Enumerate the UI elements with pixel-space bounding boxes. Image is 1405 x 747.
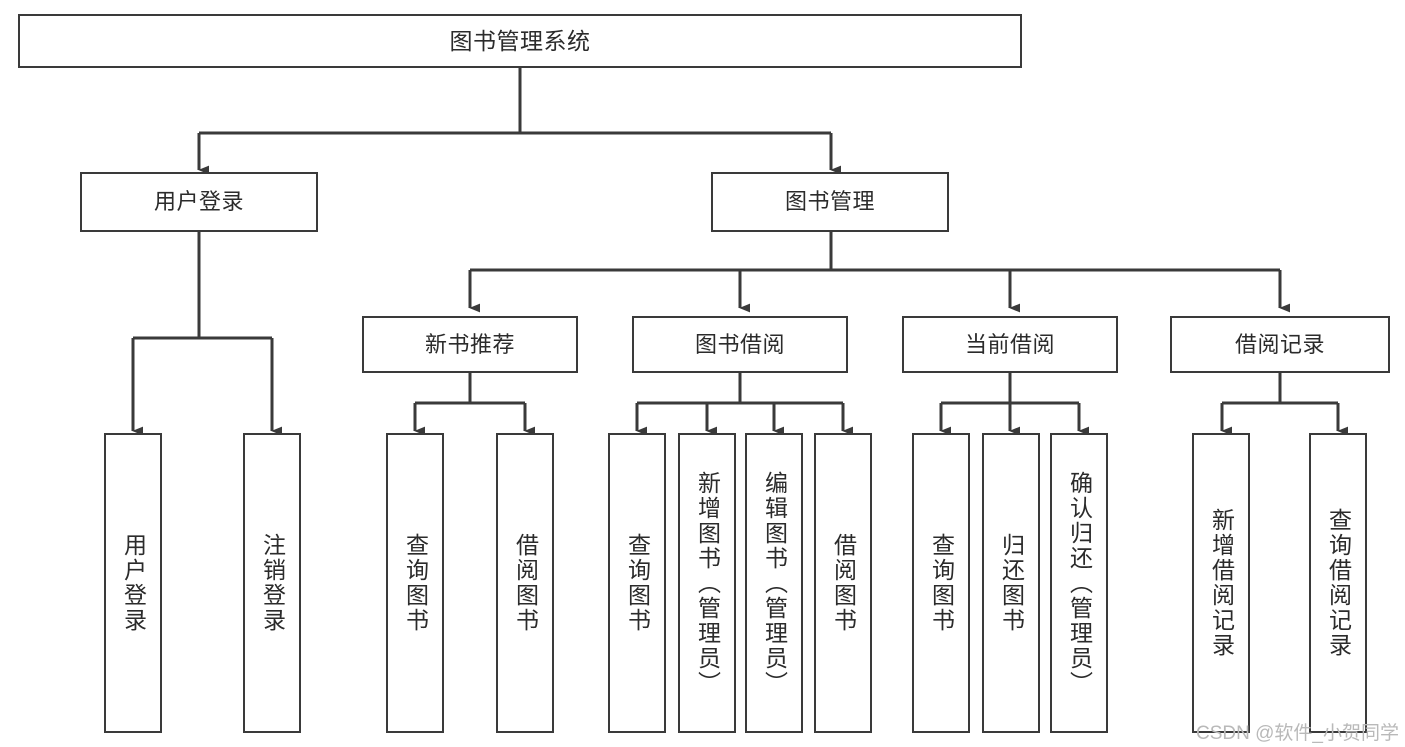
leaf-current-borrow-query[interactable]: 查询图书 [912,433,970,733]
node-label: 归还图书 [998,533,1025,633]
node-label: 注销登录 [259,533,286,633]
leaf-current-borrow-return[interactable]: 归还图书 [982,433,1040,733]
node-borrow-record[interactable]: 借阅记录 [1170,316,1390,373]
node-label: 查询图书 [928,533,955,633]
node-current-borrow[interactable]: 当前借阅 [902,316,1118,373]
leaf-book-borrow-edit[interactable]: 编辑图书（管理员） [745,433,803,733]
leaf-user-login-logout[interactable]: 注销登录 [243,433,301,733]
node-label: 借阅图书 [830,533,857,633]
watermark-text: CSDN @软件_小贺同学 [1196,723,1399,744]
node-label: 图书管理系统 [449,27,591,54]
leaf-new-book-borrow[interactable]: 借阅图书 [496,433,554,733]
leaf-book-borrow-borrow[interactable]: 借阅图书 [814,433,872,733]
node-label: 新增借阅记录 [1208,508,1235,658]
node-new-book-recommend[interactable]: 新书推荐 [362,316,578,373]
leaf-book-borrow-query[interactable]: 查询图书 [608,433,666,733]
node-label: 新书推荐 [424,331,515,357]
leaf-borrow-record-query[interactable]: 查询借阅记录 [1309,433,1367,733]
node-user-login[interactable]: 用户登录 [80,172,318,232]
node-label: 借阅图书 [512,533,539,633]
leaf-user-login-login[interactable]: 用户登录 [104,433,162,733]
node-label: 用户登录 [153,189,244,215]
node-label: 查询图书 [402,533,429,633]
node-label: 查询借阅记录 [1325,508,1352,658]
leaf-new-book-query[interactable]: 查询图书 [386,433,444,733]
node-root-system[interactable]: 图书管理系统 [18,14,1022,68]
node-label: 图书借阅 [694,331,785,357]
node-label: 借阅记录 [1234,331,1325,357]
node-label: 用户登录 [120,533,147,633]
node-label: 查询图书 [624,533,651,633]
leaf-book-borrow-add[interactable]: 新增图书（管理员） [678,433,736,733]
leaf-borrow-record-add[interactable]: 新增借阅记录 [1192,433,1250,733]
node-book-borrow[interactable]: 图书借阅 [632,316,848,373]
node-label: 当前借阅 [964,331,1055,357]
node-book-management[interactable]: 图书管理 [711,172,949,232]
node-label: 确认归还（管理员） [1066,470,1093,696]
leaf-current-borrow-confirm[interactable]: 确认归还（管理员） [1050,433,1108,733]
node-label: 新增图书（管理员） [694,470,721,696]
node-label: 图书管理 [784,189,875,215]
node-label: 编辑图书（管理员） [761,470,788,696]
